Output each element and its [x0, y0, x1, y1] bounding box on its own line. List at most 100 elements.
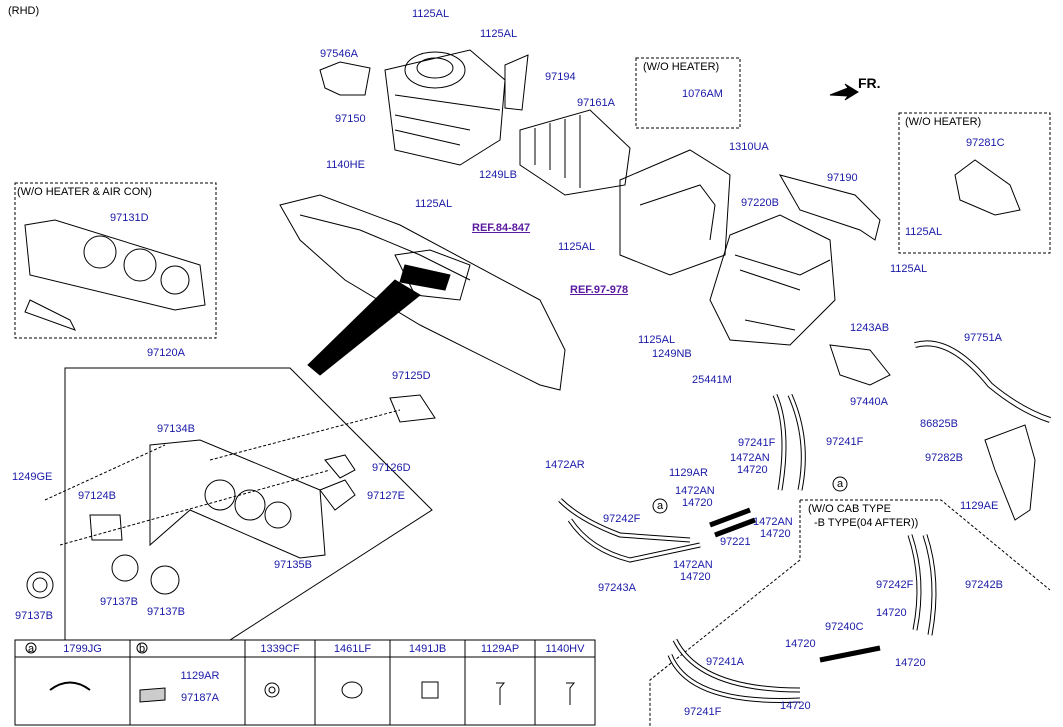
part-label[interactable]: 1472AN [673, 559, 713, 571]
part-97125d [389, 394, 436, 423]
part-label[interactable]: 97134B [157, 423, 195, 435]
legend-part-1129ar[interactable]: 1129AR [180, 670, 220, 682]
part-label[interactable]: 97150 [335, 113, 366, 125]
part-label[interactable]: 1125AL [638, 334, 676, 346]
legend-part-1491jb[interactable]: 1491JB [408, 643, 447, 655]
part-label[interactable]: 1125AL [415, 198, 453, 210]
part-label[interactable]: 97242F [603, 513, 641, 525]
part-97440a [829, 344, 891, 386]
part-label[interactable]: 97751A [964, 332, 1002, 344]
box-title-wo-cab-2: -B TYPE(04 AFTER)) [814, 517, 919, 529]
legend-key-a: a [27, 643, 35, 655]
part-label[interactable]: 97137B [15, 610, 53, 622]
part-label[interactable]: 1125AL [890, 263, 928, 275]
part-label[interactable]: 1140HE [326, 159, 365, 171]
part-label[interactable]: 14720 [680, 571, 711, 583]
part-label[interactable]: 97137B [100, 596, 138, 608]
part-label[interactable]: 1472AN [753, 516, 793, 528]
part-97126d [324, 454, 356, 479]
legend-part-1339cf[interactable]: 1339CF [260, 643, 300, 655]
part-label[interactable]: 97135B [274, 559, 312, 571]
ref-link-84-847[interactable]: REF.84-847 [472, 222, 531, 234]
box-title-wo-heater-aircon: (W/O HEATER & AIR CON) [17, 186, 152, 198]
part-label[interactable]: 97241A [706, 656, 744, 668]
part-label[interactable]: 1243AB [850, 322, 890, 334]
fr-direction-label: FR. [858, 75, 881, 91]
box-wo-cab-type [800, 499, 1051, 591]
part-label[interactable]: 97546A [320, 48, 358, 60]
part-97546a [319, 61, 371, 96]
box-title-wo-cab-1: (W/O CAB TYPE [808, 503, 891, 515]
part-label[interactable]: 1129AE [960, 500, 999, 512]
box-wo-heater-right [898, 112, 1051, 254]
callout-a-right: a [837, 478, 844, 490]
part-label[interactable]: 14720 [682, 497, 713, 509]
part-label[interactable]: 97221 [720, 536, 751, 548]
part-label[interactable]: 25441M [692, 374, 732, 386]
box-wo-heater-top [635, 57, 741, 129]
part-label[interactable]: 97241F [738, 437, 776, 449]
box-title-wo-heater-top: (W/O HEATER) [643, 61, 720, 73]
box-wo-heater-aircon [14, 182, 217, 339]
part-label[interactable]: 97194 [545, 71, 576, 83]
legend-part-1129ap[interactable]: 1129AP [480, 643, 520, 655]
part-label[interactable]: 14720 [780, 700, 811, 712]
part-label[interactable]: 1076AM [682, 88, 723, 100]
part-label[interactable]: 1125AL [558, 241, 596, 253]
part-label[interactable]: 97161A [577, 97, 615, 109]
part-label[interactable]: 97243A [598, 582, 636, 594]
part-97190 [778, 174, 881, 241]
part-label[interactable]: 1249GE [12, 471, 53, 483]
part-label[interactable]: 97241F [684, 706, 722, 718]
part-label[interactable]: 1472AR [545, 459, 585, 471]
part-label[interactable]: 1125AL [412, 8, 450, 20]
part-label[interactable]: 97120A [147, 347, 185, 359]
part-label[interactable]: 14720 [760, 528, 791, 540]
pointer-arrow [307, 279, 421, 376]
part-label[interactable]: 1129AR [669, 467, 708, 479]
part-97127e [319, 479, 356, 511]
part-label[interactable]: 97220B [741, 197, 779, 209]
part-label[interactable]: 14720 [876, 607, 907, 619]
part-label[interactable]: 14720 [785, 638, 816, 650]
part-label[interactable]: 14720 [737, 464, 768, 476]
legend-part-1461lf[interactable]: 1461LF [333, 643, 372, 655]
part-label[interactable]: 97281C [966, 137, 1005, 149]
part-97194 [504, 54, 529, 111]
legend-table [14, 639, 596, 726]
part-label[interactable]: 1125AL [480, 28, 518, 40]
part-label[interactable]: 1472AN [675, 485, 715, 497]
part-label[interactable]: 97131D [110, 212, 149, 224]
legend-key-b: b [138, 643, 146, 655]
part-label[interactable]: 97190 [827, 172, 858, 184]
part-label[interactable]: 1249LB [479, 169, 517, 181]
part-label[interactable]: 97240C [825, 621, 864, 633]
ref-link-97-978[interactable]: REF.97-978 [570, 284, 629, 296]
part-label[interactable]: 97242F [876, 579, 914, 591]
part-label[interactable]: 1472AN [730, 452, 770, 464]
part-label[interactable]: 97241F [826, 436, 864, 448]
part-label[interactable]: 97440A [850, 396, 888, 408]
legend-part-97187a[interactable]: 97187A [181, 692, 219, 704]
callout-a-left: a [657, 500, 664, 512]
part-label[interactable]: 97282B [925, 452, 963, 464]
part-label[interactable]: 97125D [392, 370, 431, 382]
legend-part-1140hv[interactable]: 1140HV [545, 643, 585, 655]
part-label[interactable]: 1310UA [729, 141, 769, 153]
part-label[interactable]: 1125AL [905, 226, 943, 238]
part-label[interactable]: 97242B [965, 579, 1003, 591]
variant-label: (RHD) [8, 5, 40, 17]
fr-arrow [829, 83, 859, 101]
part-label[interactable]: 97126D [372, 462, 411, 474]
part-label[interactable]: 97127E [367, 490, 405, 502]
part-label[interactable]: 14720 [895, 657, 926, 669]
group-frame-97120a [64, 367, 433, 641]
part-label[interactable]: 86825B [920, 418, 958, 430]
part-label[interactable]: 97124B [78, 490, 116, 502]
box-title-wo-heater-right: (W/O HEATER) [905, 116, 982, 128]
legend-part-1799jg[interactable]: 1799JG [63, 643, 102, 655]
part-label[interactable]: 97137B [147, 606, 185, 618]
part-label[interactable]: 1249NB [652, 348, 692, 360]
